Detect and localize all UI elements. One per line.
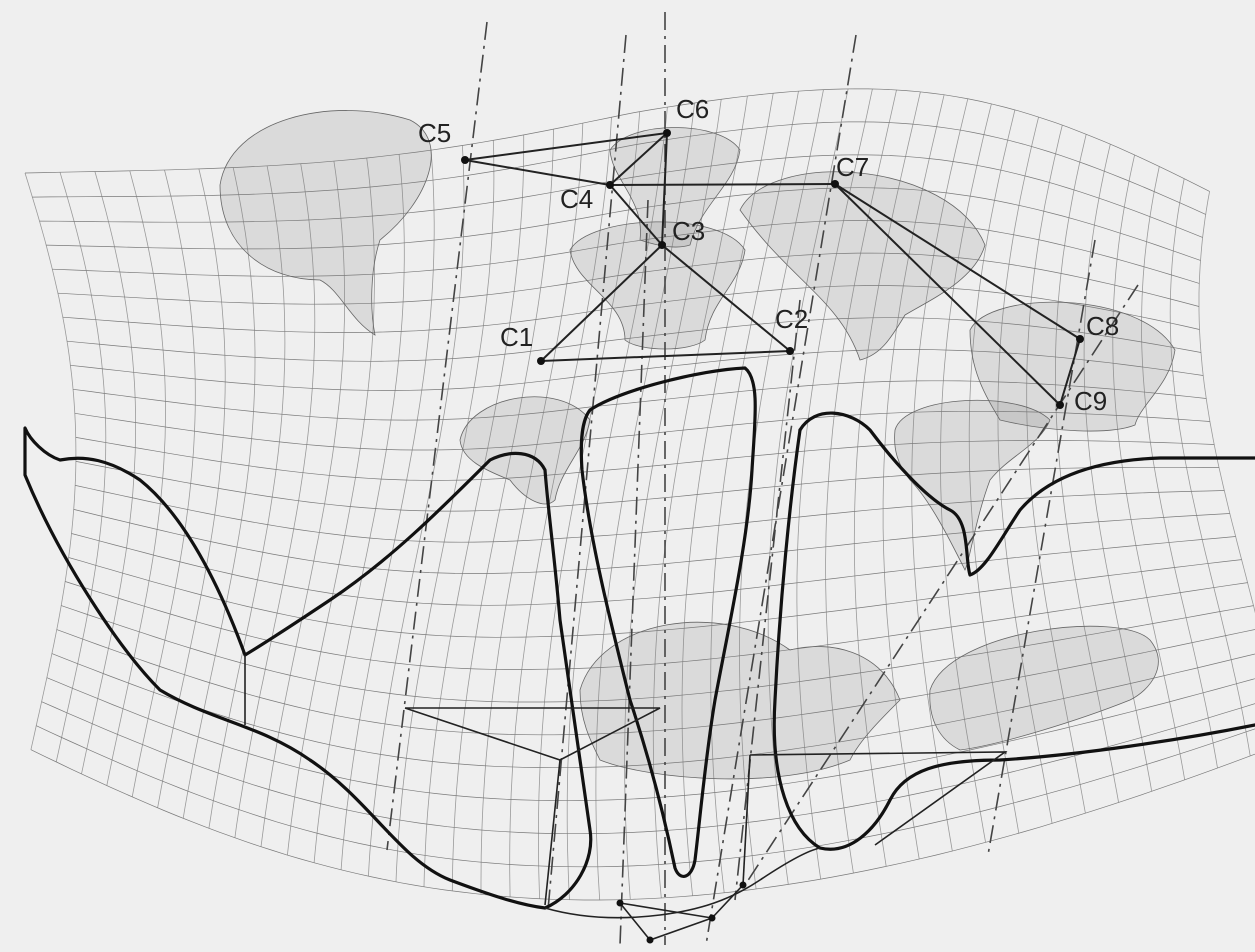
mesh-line [57, 252, 1200, 307]
edge-c3-c2 [661, 244, 791, 352]
construction-nodes [616, 881, 747, 944]
edge-c4-c7 [609, 183, 836, 186]
node-label-c2: C2 [775, 304, 808, 334]
axis-lines [386, 12, 1139, 946]
mesh-line [41, 701, 1255, 835]
bottom-edge [544, 847, 821, 919]
node-label-c6: C6 [676, 94, 709, 124]
construction-node [739, 881, 747, 889]
funnel-shapes [219, 110, 1176, 780]
mesh-line [46, 187, 1201, 261]
axis-c3 [619, 199, 649, 946]
axis-c2 [734, 299, 801, 901]
mesh-line [65, 581, 1248, 670]
edge-c4-c6 [609, 132, 668, 186]
mesh-line [24, 172, 77, 750]
bottom-left-frame [404, 707, 661, 761]
node-c1 [537, 357, 545, 365]
node-c4 [606, 181, 614, 189]
node-c5 [461, 156, 469, 164]
edge-c4-c3 [609, 184, 663, 246]
construction-node [708, 914, 716, 922]
connector-edges [464, 132, 1081, 406]
funnel-c1 [459, 396, 591, 505]
edge-c5-c4 [464, 159, 611, 186]
mesh-line [157, 168, 226, 808]
node-c7 [831, 180, 839, 188]
edge-c1-c2 [540, 350, 791, 362]
funnel-c9 [894, 399, 1051, 571]
axis-c8 [987, 239, 1096, 856]
mesh-line [24, 88, 1210, 192]
mesh-line [55, 172, 107, 762]
axis-c7 [705, 34, 857, 946]
bottom-link [711, 884, 744, 919]
node-c3 [658, 241, 666, 249]
funnel-c3 [569, 221, 746, 350]
construction-lines [404, 707, 1008, 941]
mesh-line [61, 605, 1254, 703]
node-label-c1: C1 [500, 322, 533, 352]
node-c8 [1076, 335, 1084, 343]
funnel-bottom [579, 621, 901, 780]
axis-c9 [744, 284, 1139, 886]
mesh-line [56, 629, 1255, 736]
mesh-line [46, 677, 1255, 802]
mesh-line [36, 725, 1255, 868]
mesh-line [71, 533, 1236, 606]
mesh-line [75, 437, 1215, 481]
funnel-c5 [219, 110, 432, 336]
node-label-c9: C9 [1074, 386, 1107, 416]
mesh-line [68, 557, 1242, 638]
mesh-line [32, 121, 1206, 215]
node-label-c8: C8 [1086, 311, 1119, 341]
surface-mesh [24, 88, 1255, 901]
bottom-left-leg [544, 759, 561, 906]
section-outlines [23, 366, 1255, 919]
edge-c7-c9 [834, 183, 1061, 406]
mesh-line [52, 220, 1200, 284]
funnel-c6 [609, 127, 741, 248]
node-label-c5: C5 [418, 118, 451, 148]
node-label-c4: C4 [560, 184, 593, 214]
left-section-outline [23, 426, 593, 910]
mesh-line [51, 653, 1255, 769]
center-v-outline [579, 366, 757, 878]
node-c2 [786, 347, 794, 355]
mesh-line [70, 349, 1204, 391]
mesh-line [30, 749, 1255, 901]
edge-c5-c6 [464, 132, 668, 161]
edge-c6-c3 [661, 132, 668, 246]
node-c6 [663, 129, 671, 137]
mesh-line [62, 285, 1200, 333]
right-section-outline [798, 411, 1255, 577]
right-lower-outline [772, 428, 1255, 851]
mesh-line [74, 410, 1210, 451]
bottom-triangle [619, 902, 713, 941]
mesh-line [73, 509, 1230, 574]
bottom-right-frame [749, 751, 1008, 846]
axis-c4 [547, 34, 627, 911]
bottom-right-leg [742, 754, 751, 886]
node-label-c3: C3 [672, 216, 705, 246]
construction-node [616, 899, 624, 907]
tube-right [929, 625, 1159, 751]
node-label-c7: C7 [836, 152, 869, 182]
mesh-line [75, 485, 1225, 543]
construction-node [646, 936, 654, 944]
mesh-line [66, 317, 1202, 362]
edge-c3-c1 [540, 244, 663, 362]
mesh-line [39, 154, 1203, 238]
edge-c8-c9 [1059, 338, 1081, 406]
funnel-c7 [739, 171, 986, 361]
node-c9 [1056, 401, 1064, 409]
edge-c7-c8 [834, 183, 1081, 340]
